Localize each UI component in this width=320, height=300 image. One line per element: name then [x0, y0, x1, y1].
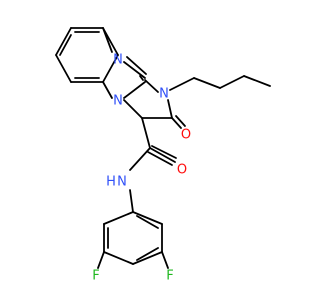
bond-23: [219, 75, 245, 89]
atom-f-meta: F: [92, 269, 99, 284]
atom-o-amide: O: [177, 163, 187, 178]
bond-5: [55, 54, 72, 83]
atom-o-ring: O: [181, 128, 191, 143]
bond-33: [103, 251, 134, 265]
bond-25: [141, 117, 151, 149]
bond-8: [59, 34, 72, 56]
bond-28: [151, 145, 177, 159]
atom-n-ring-top: N: [113, 53, 123, 68]
atom-f-para: F: [166, 269, 173, 284]
bond-13: [139, 75, 144, 81]
bond-22: [193, 77, 221, 89]
bond-10: [102, 81, 113, 99]
bond-39: [136, 215, 159, 229]
atom-h-amide: H: [106, 175, 116, 190]
molecule-structure: N N N O O N H F F: [55, 27, 271, 284]
bond-24: [243, 75, 271, 87]
bond-31: [103, 211, 134, 225]
bond-41: [161, 251, 169, 269]
bond-27: [129, 147, 151, 171]
bond-18: [167, 99, 173, 119]
bond-16: [123, 99, 143, 119]
bond-12: [123, 81, 146, 99]
bond-11: [123, 61, 146, 79]
atom-n-ring-right: N: [159, 87, 169, 102]
bond-9: [102, 27, 113, 53]
bond-0: [55, 27, 72, 56]
bond-30: [129, 189, 134, 213]
atom-n-amide: N: [117, 175, 127, 190]
bond-15: [144, 79, 159, 93]
bond-20: [175, 115, 186, 127]
bond-14: [126, 56, 147, 75]
bond-34: [132, 251, 163, 265]
bond-38: [136, 247, 159, 261]
bond-29: [147, 151, 173, 166]
bond-26: [149, 147, 176, 163]
bond-21: [169, 77, 195, 91]
atom-n-ring-bridge: N: [113, 94, 123, 109]
bond-3: [102, 54, 119, 83]
bond-19: [171, 117, 182, 129]
bond-lines: [55, 27, 271, 269]
bond-36: [132, 211, 163, 225]
bond-40: [97, 251, 105, 269]
